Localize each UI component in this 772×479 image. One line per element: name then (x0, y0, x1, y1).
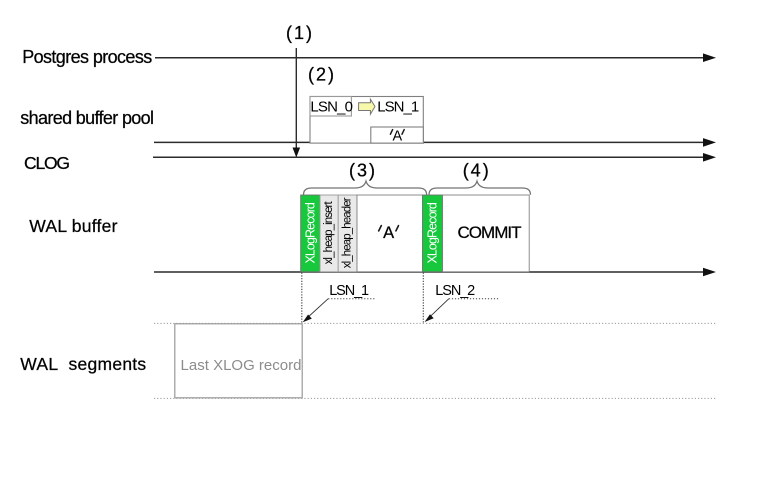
svg-text:Last XLOG record: Last XLOG record (181, 357, 302, 374)
svg-text:XLogRecord: XLogRecord (426, 202, 440, 263)
svg-text:(1): (1) (286, 23, 314, 43)
svg-text:(4): (4) (463, 160, 491, 180)
svg-text:A: A (383, 224, 394, 242)
svg-text:WAL segments: WAL segments (20, 354, 146, 374)
svg-text:A: A (392, 128, 402, 144)
svg-text:COMMIT: COMMIT (458, 223, 522, 242)
svg-text:(2): (2) (308, 64, 336, 84)
svg-text:XLogRecord: XLogRecord (303, 202, 317, 263)
svg-text:shared buffer pool: shared buffer pool (20, 108, 153, 128)
svg-text:WAL buffer: WAL buffer (29, 216, 117, 236)
svg-text:xl_heap_insert: xl_heap_insert (323, 200, 335, 264)
svg-text:LSN_1: LSN_1 (377, 98, 419, 115)
svg-text:(3): (3) (349, 160, 377, 180)
svg-text:Postgres process: Postgres process (22, 47, 152, 67)
svg-text:LSN_2: LSN_2 (435, 283, 475, 299)
svg-text:CLOG: CLOG (24, 153, 69, 173)
svg-text:LSN_1: LSN_1 (329, 283, 369, 299)
svg-text:xl_heap_header: xl_heap_header (342, 197, 354, 268)
svg-text:LSN_0: LSN_0 (310, 98, 352, 115)
